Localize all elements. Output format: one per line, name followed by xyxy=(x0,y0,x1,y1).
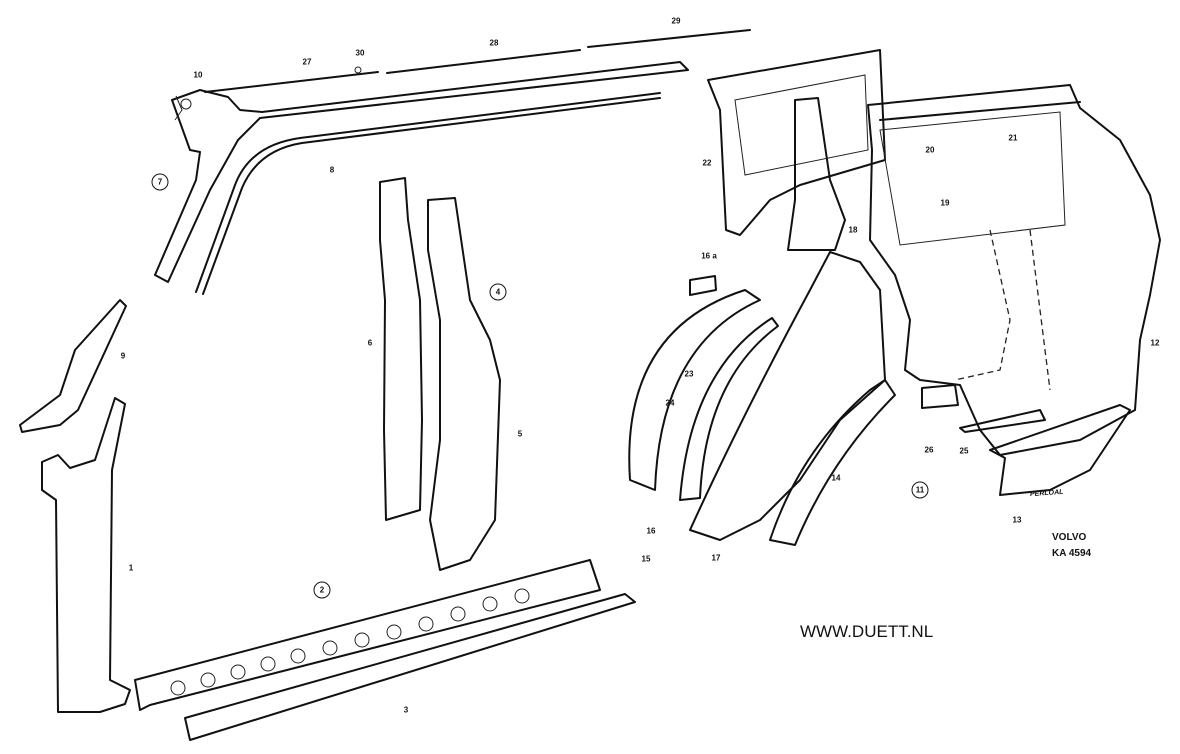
label-18: 18 xyxy=(848,225,858,235)
c-pillar-18 xyxy=(787,97,846,251)
label-22: 22 xyxy=(702,158,712,168)
label-4: 4 xyxy=(489,283,507,301)
bracket-16a xyxy=(689,275,717,296)
a-pillar-1 xyxy=(41,397,131,713)
label-14: 14 xyxy=(831,473,841,483)
label-30: 30 xyxy=(355,48,365,58)
label-3: 3 xyxy=(403,705,409,715)
b-pillar-6 xyxy=(379,177,423,521)
label-5: 5 xyxy=(517,429,523,439)
sill-holes xyxy=(170,588,530,696)
window-frame-22 xyxy=(707,49,886,236)
label-1: 1 xyxy=(128,563,134,573)
label-16: 16 xyxy=(646,526,656,536)
label-16a: 16 a xyxy=(701,251,717,261)
label-7: 7 xyxy=(151,173,169,191)
pillar-trim-9 xyxy=(19,299,127,433)
label-13: 13 xyxy=(1012,515,1022,525)
roof-side-frame-7 xyxy=(154,61,689,283)
b-pillar-outer-4-5 xyxy=(427,197,501,571)
sill-outer-3 xyxy=(184,593,636,741)
label-28: 28 xyxy=(489,38,499,48)
label-27: 27 xyxy=(302,57,312,67)
wheel-housing-17 xyxy=(689,251,886,541)
catalog-reference: VOLVO KA 4594 xyxy=(1052,530,1091,562)
label-29: 29 xyxy=(671,16,681,26)
label-19: 19 xyxy=(940,198,950,208)
label-26: 26 xyxy=(924,445,934,455)
wheel-arch-23 xyxy=(679,317,779,501)
label-12: 12 xyxy=(1150,338,1160,348)
sill-panel-2 xyxy=(134,559,601,711)
label-8: 8 xyxy=(329,165,335,175)
label-20: 20 xyxy=(925,145,935,155)
label-17: 17 xyxy=(711,553,721,563)
label-9: 9 xyxy=(120,351,126,361)
label-6: 6 xyxy=(367,338,373,348)
rear-corner-13 xyxy=(989,404,1131,496)
bracket-25 xyxy=(959,409,1046,433)
label-25: 25 xyxy=(959,446,969,456)
wheel-arch-inner-15 xyxy=(628,289,761,491)
catalog-brand: VOLVO xyxy=(1052,532,1087,543)
catalog-code: KA 4594 xyxy=(1052,548,1092,559)
label-23: 23 xyxy=(684,369,694,379)
weatherstrip-8 xyxy=(195,92,661,295)
label-11: 11 xyxy=(911,481,929,499)
label-21: 21 xyxy=(1008,133,1018,143)
label-24: 24 xyxy=(665,398,675,408)
roof-drip-rail-27-28-29 xyxy=(204,29,751,93)
label-2: 2 xyxy=(313,581,331,599)
arch-reinforcement-14 xyxy=(769,379,896,546)
label-15: 15 xyxy=(641,554,651,564)
support-26 xyxy=(921,384,959,409)
label-10: 10 xyxy=(193,70,203,80)
website-watermark: WWW.DUETT.NL xyxy=(800,622,934,641)
rear-quarter-panel-12 xyxy=(867,84,1161,456)
